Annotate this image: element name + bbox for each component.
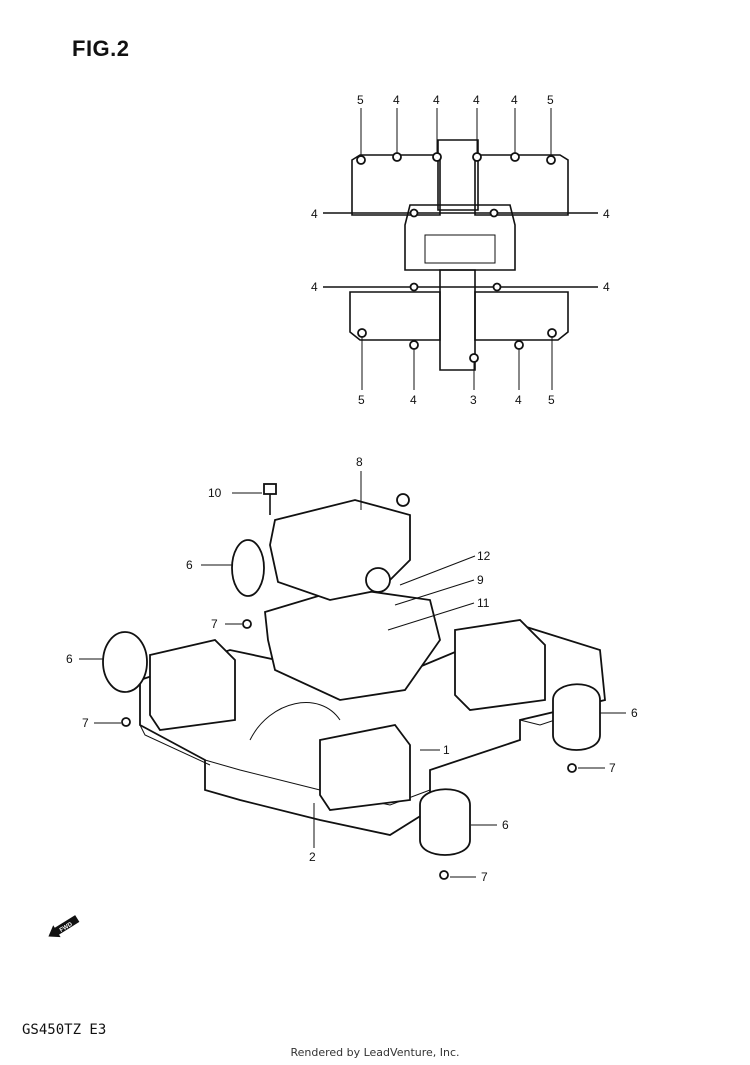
callout-7-right: 7 xyxy=(609,761,616,775)
exploded-view: 8 10 6 7 6 7 12 9 11 1 2 6 7 6 7 xyxy=(66,455,638,884)
bottom-label-2: 4 xyxy=(410,393,417,407)
top-label-3: 4 xyxy=(433,93,440,107)
callout-8: 8 xyxy=(356,455,363,469)
left-cam-housing xyxy=(149,639,236,731)
callout-6-right: 6 xyxy=(631,706,638,720)
forward-arrow-icon: FWD xyxy=(48,915,80,938)
callout-12: 12 xyxy=(477,549,491,563)
upper-left-cover-outline xyxy=(351,154,441,216)
render-credit: Rendered by LeadVenture, Inc. xyxy=(290,1046,460,1059)
left-label-1: 4 xyxy=(311,207,318,221)
bottom-label-5: 5 xyxy=(548,393,555,407)
end-cap-front xyxy=(419,788,471,856)
top-label-4: 4 xyxy=(473,93,480,107)
tightening-sequence-diagram: 5 4 4 4 4 5 4 4 4 4 5 4 3 4 5 xyxy=(311,93,610,407)
end-cap-left xyxy=(102,631,148,693)
right-label-2: 4 xyxy=(603,280,610,294)
callout-6-left: 6 xyxy=(66,652,73,666)
callout-7-front: 7 xyxy=(481,870,488,884)
bolt-7b xyxy=(121,717,131,727)
top-label-2: 4 xyxy=(393,93,400,107)
bottom-label-3: 3 xyxy=(470,393,477,407)
callout-2: 2 xyxy=(309,850,316,864)
callout-11: 11 xyxy=(477,596,490,610)
breather-boss xyxy=(365,567,391,593)
callout-6-upper: 6 xyxy=(186,558,193,572)
bottom-label-4: 4 xyxy=(515,393,522,407)
bolt-7d xyxy=(439,870,449,880)
top-label-5: 4 xyxy=(511,93,518,107)
upper-right-cover-outline xyxy=(474,154,569,216)
callout-10: 10 xyxy=(208,486,222,500)
front-cam-housing xyxy=(319,724,411,811)
bolt-7c xyxy=(567,763,577,773)
end-cap-right xyxy=(552,683,601,751)
top-label-6: 5 xyxy=(547,93,554,107)
right-label-1: 4 xyxy=(603,207,610,221)
end-cap-upper-left xyxy=(231,539,265,597)
callout-9: 9 xyxy=(477,573,484,587)
top-strap-outline xyxy=(437,139,479,211)
bolt-10 xyxy=(263,483,277,515)
center-plate-window xyxy=(424,234,496,264)
bottom-label-1: 5 xyxy=(358,393,365,407)
right-cam-housing xyxy=(454,619,546,711)
left-label-2: 4 xyxy=(311,280,318,294)
figure-title: FIG.2 xyxy=(72,36,130,61)
bottom-strap-outline xyxy=(439,269,476,371)
lower-left-cover-outline xyxy=(349,291,441,341)
center-plate-outline xyxy=(404,204,516,271)
breather-nipple xyxy=(396,493,410,507)
callout-7-upper: 7 xyxy=(211,617,218,631)
callout-7-left: 7 xyxy=(82,716,89,730)
model-code: GS450TZ E3 xyxy=(22,1022,107,1038)
bolt-7a xyxy=(242,619,252,629)
top-label-1: 5 xyxy=(357,93,364,107)
callout-6-front: 6 xyxy=(502,818,509,832)
callout-1: 1 xyxy=(443,743,450,757)
